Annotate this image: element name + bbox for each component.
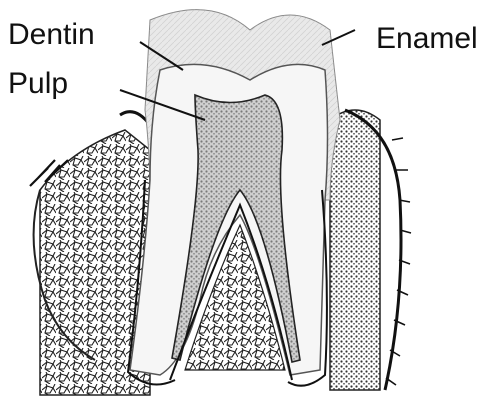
enamel-label: Enamel bbox=[376, 24, 478, 54]
dentin-label: Dentin bbox=[8, 20, 95, 50]
pulp-label: Pulp bbox=[8, 69, 68, 99]
